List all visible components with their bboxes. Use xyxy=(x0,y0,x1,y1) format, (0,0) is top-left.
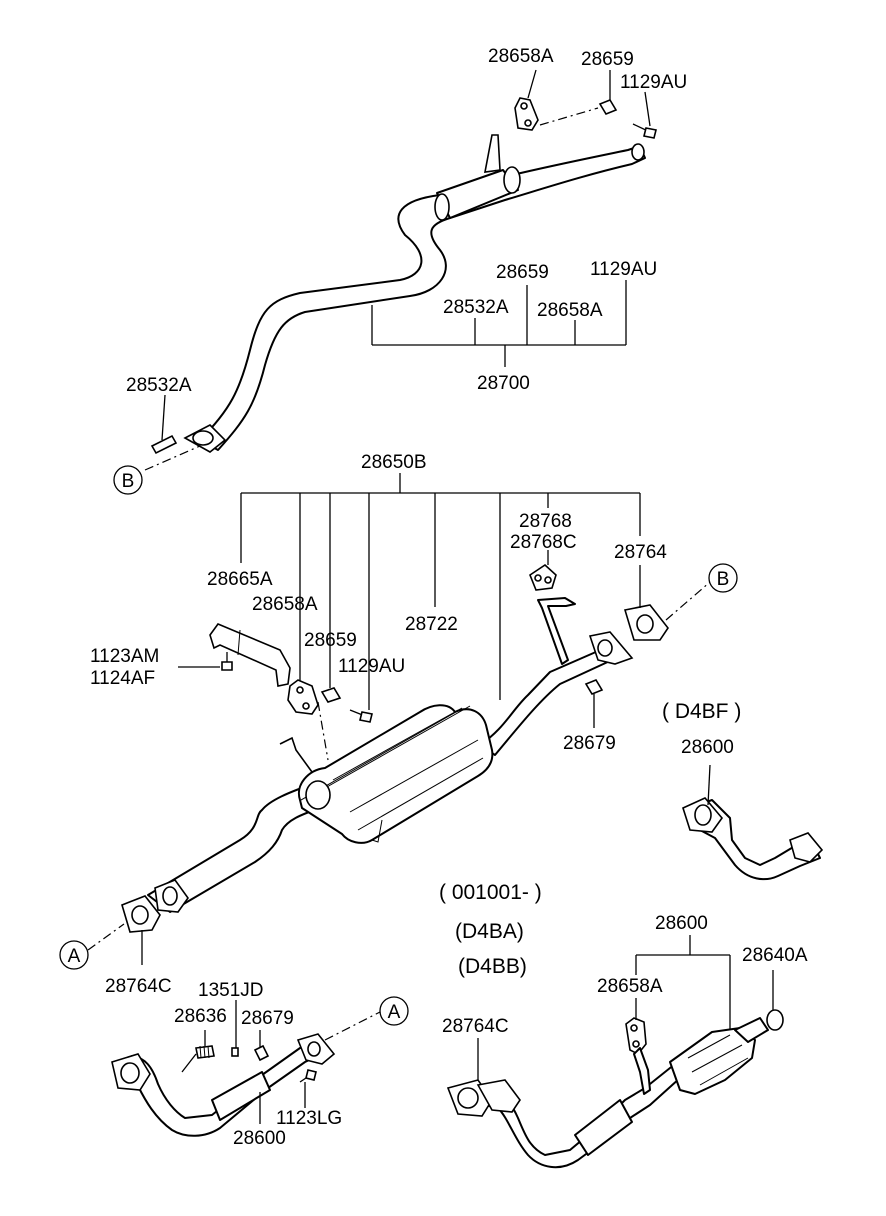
bolt-1123LG xyxy=(299,1069,317,1108)
label-cat-28600: 28600 xyxy=(655,913,708,934)
label-mid-28768C: 28768C xyxy=(510,532,577,553)
label-mid-28768: 28768 xyxy=(519,511,572,532)
label-low-28764C: 28764C xyxy=(105,976,172,997)
nut-28679-low xyxy=(253,1030,270,1062)
label-cat-28658A: 28658A xyxy=(597,976,663,997)
label-variant-d4bb: (D4BB) xyxy=(458,955,527,978)
svg-text:A: A xyxy=(68,946,81,967)
callout-b-mid: B xyxy=(708,563,738,593)
label-mid-1123AM: 1123AM xyxy=(90,646,159,667)
center-pipe-28650B xyxy=(147,631,634,913)
label-d4bf-variant: ( D4BF ) xyxy=(662,700,741,723)
leader-top-28658A xyxy=(527,69,537,99)
svg-text:B: B xyxy=(717,569,730,590)
top-bolt-1129AU xyxy=(632,123,657,139)
mid-hanger-dashline xyxy=(317,701,329,761)
label-mid-1124AF: 1124AF xyxy=(90,668,155,689)
bracket-28650B xyxy=(240,473,641,700)
label-left-28532A: 28532A xyxy=(126,375,192,396)
label-mid-28764: 28764 xyxy=(614,542,667,563)
svg-text:B: B xyxy=(122,471,135,492)
label-tail-28658A: 28658A xyxy=(537,300,603,321)
label-cat-28764C: 28764C xyxy=(442,1016,509,1037)
a-low-dashline xyxy=(324,1011,381,1041)
front-pipe-lower-left xyxy=(111,1033,336,1137)
bracket-hook xyxy=(279,736,313,773)
label-tail-1129AU: 1129AU xyxy=(590,259,657,280)
a-left-dashline xyxy=(87,923,125,951)
nut-28659-mid xyxy=(320,625,342,703)
hanger-28658A-mid xyxy=(287,679,319,715)
label-low-28636: 28636 xyxy=(174,1006,227,1027)
hanger-28768 xyxy=(529,550,576,665)
bolt-28532A xyxy=(150,394,178,455)
label-d4bf-28600: 28600 xyxy=(681,737,734,758)
label-mid-28679: 28679 xyxy=(563,733,616,754)
label-mid-1129AU: 1129AU xyxy=(338,656,405,677)
label-low-28679: 28679 xyxy=(241,1008,294,1029)
label-low-1123LG: 1123LG xyxy=(276,1108,342,1129)
tail-pipe-assembly xyxy=(183,134,646,453)
label-low-28600: 28600 xyxy=(233,1128,286,1149)
hanger-28665A xyxy=(209,623,291,687)
label-cat-28640A: 28640A xyxy=(742,945,808,966)
callout-a-low: A xyxy=(379,996,409,1026)
top-hanger-dashline xyxy=(539,107,599,126)
gasket-28764 xyxy=(623,565,669,641)
bolt-1129AU-mid xyxy=(349,648,373,723)
label-mid-28658A: 28658A xyxy=(252,594,318,615)
top-nut-28659 xyxy=(598,99,618,115)
nut-28679-mid xyxy=(584,679,604,728)
svg-text:A: A xyxy=(388,1002,401,1023)
label-mid-28650B: 28650B xyxy=(361,452,427,473)
leader-top-1129AU xyxy=(644,91,651,127)
nut-1351JD xyxy=(231,1000,239,1057)
bracket-cat-28600 xyxy=(635,935,731,1030)
label-variant-d4ba: (D4BA) xyxy=(455,920,524,943)
muffler-28722 xyxy=(297,704,494,844)
label-tail-28532A: 28532A xyxy=(443,297,509,318)
b-mid-dashline xyxy=(665,581,711,621)
label-tail-28700: 28700 xyxy=(477,373,530,394)
label-mid-28722: 28722 xyxy=(405,614,458,635)
gasket-28764C-left xyxy=(121,895,161,965)
label-mid-28659: 28659 xyxy=(304,630,357,651)
label-top-28659: 28659 xyxy=(581,49,634,70)
label-top-1129AU: 1129AU xyxy=(620,72,687,93)
callout-b-top: B xyxy=(113,465,143,495)
catalytic-pipe-assembly xyxy=(446,970,784,1169)
label-top-28658A: 28658A xyxy=(488,46,554,67)
label-variant-date: ( 001001- ) xyxy=(439,881,542,904)
bolt-1123AM xyxy=(178,652,233,671)
top-hanger-28658A xyxy=(514,97,539,131)
label-low-1351JD: 1351JD xyxy=(198,980,264,1001)
front-pipe-d4bf xyxy=(682,764,824,881)
label-mid-28665A: 28665A xyxy=(207,569,273,590)
callout-a-left: A xyxy=(59,940,89,970)
bracket-28700 xyxy=(371,280,627,367)
spring-28636 xyxy=(181,1030,215,1073)
label-tail-28659: 28659 xyxy=(496,262,549,283)
